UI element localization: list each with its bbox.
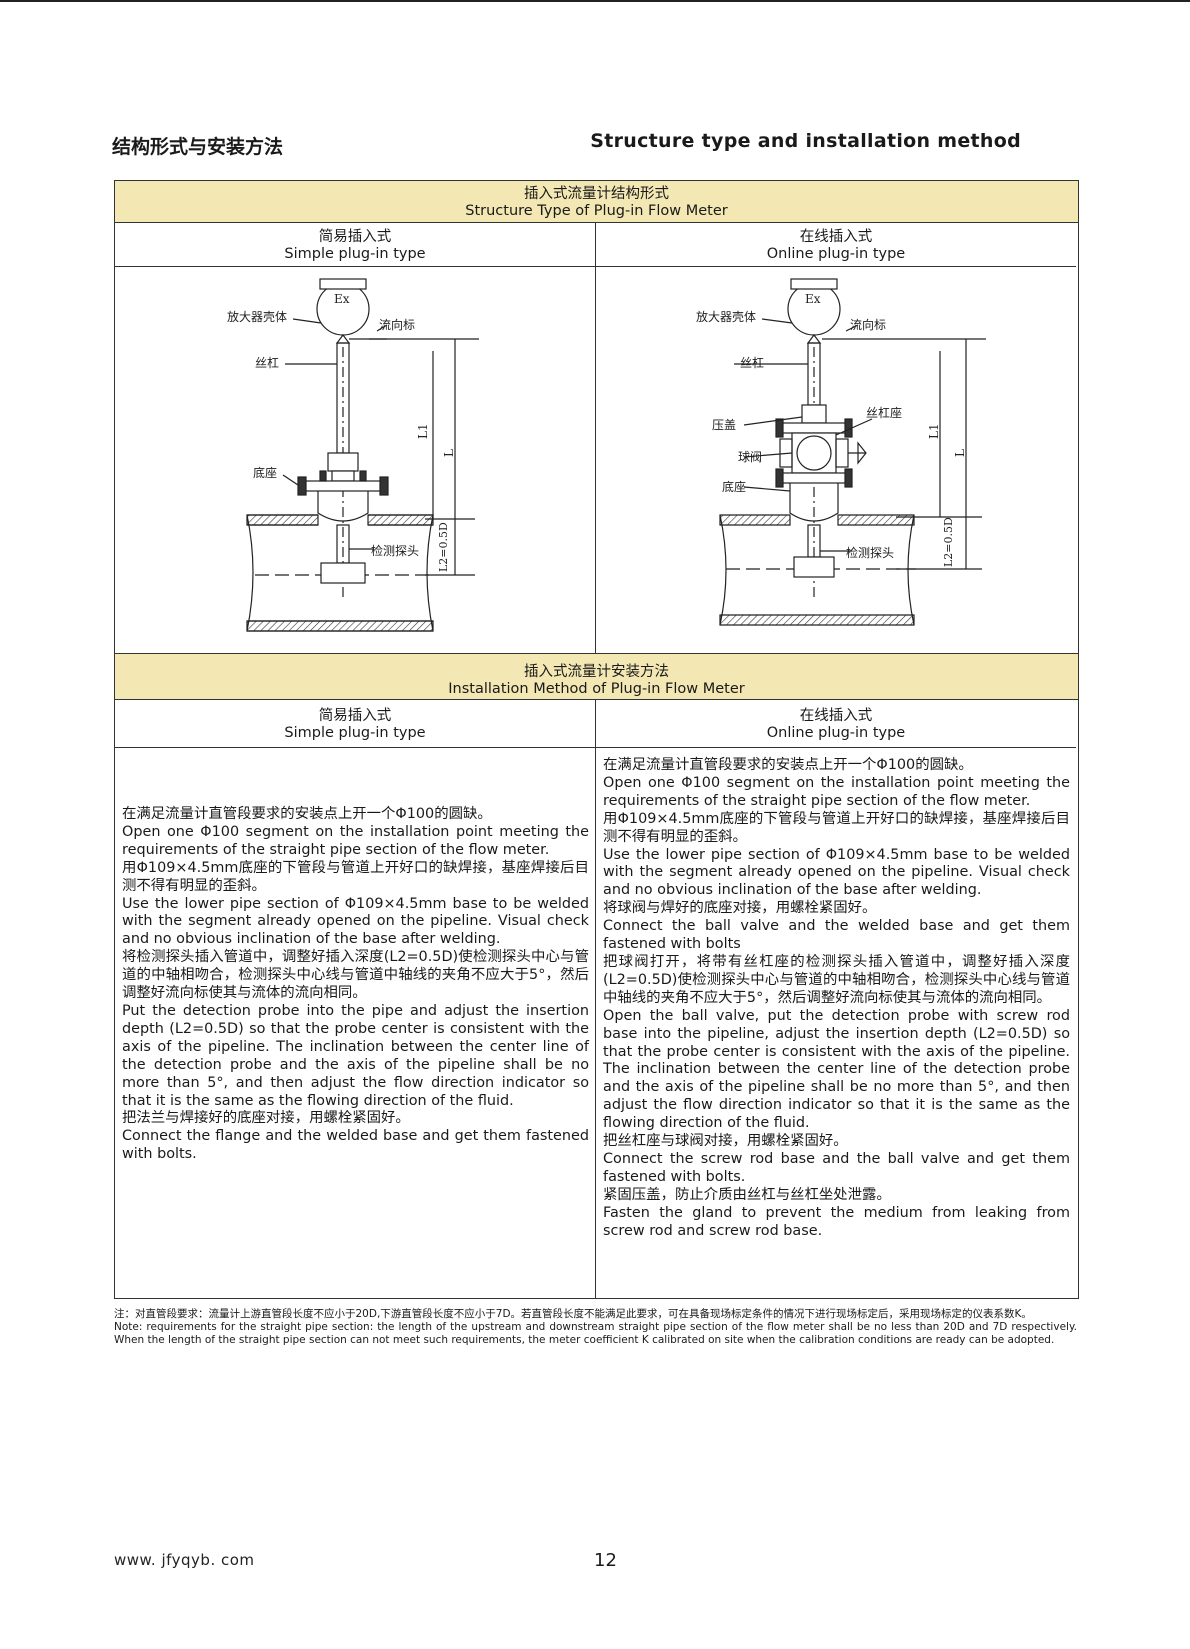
installation-title-cn: 插入式流量计安装方法 [524,664,669,680]
online-step-1-en: Open one Φ100 segment on the installatio… [603,774,1070,809]
label-l1: L1 [416,423,430,439]
label-l2-online: L2=0.5D [942,517,955,567]
footnote-en: Note: requirements for the straight pipe… [114,1321,1077,1347]
label-amplifier-online: 放大器壳体 [696,309,756,324]
amplifier-housing-shape [316,282,370,336]
label-ball-valve: 球阀 [738,450,762,464]
label-amplifier: 放大器壳体 [227,309,287,324]
online-plugin-diagram: Ex 放大器壳体 流向标 丝杠 压盖 丝杠座 球阀 底座 检测探头 L1 L L… [696,278,986,626]
online-instructions: 在满足流量计直管段要求的安装点上开一个Φ100的圆缺。 Open one Φ10… [596,748,1076,1298]
online-step-3-cn: 将球阀与焊好的底座对接，用螺栓紧固好。 [603,900,877,917]
label-l-online: L [953,449,967,457]
online-step-6-cn: 紧固压盖，防止介质由丝杠与丝杠坐处泄露。 [603,1186,891,1203]
online-step-5-en: Connect the screw rod base and the ball … [603,1150,1070,1185]
installation-simple-en: Simple plug-in type [284,725,426,741]
installation-online-header: 在线插入式 Online plug-in type [596,700,1076,748]
simple-instructions: 在满足流量计直管段要求的安装点上开一个Φ100的圆缺。 Open one Φ10… [115,748,596,1298]
footnote: 注：对直管段要求：流量计上游直管段长度不应小于20D,下游直管段长度不应小于7D… [114,1308,1077,1348]
structure-simple-header: 简易插入式 Simple plug-in type [115,223,596,267]
section-title-cn: 结构形式与安装方法 [112,136,284,158]
ex-mark: Ex [334,292,350,306]
label-screw: 丝杠 [255,355,279,370]
structure-simple-en: Simple plug-in type [284,246,426,262]
website-link[interactable]: www. jfyqyb. com [114,1551,255,1569]
installation-simple-header: 简易插入式 Simple plug-in type [115,700,596,748]
online-step-3-en: Connect the ball valve and the welded ba… [603,918,1070,953]
online-step-2-en: Use the lower pipe section of Φ109×4.5mm… [603,846,1070,899]
ex-mark-online: Ex [805,292,821,306]
online-step-4-en: Open the ball valve, put the detection p… [603,1007,1070,1132]
footnote-cn: 注：对直管段要求：流量计上游直管段长度不应小于20D,下游直管段长度不应小于7D… [114,1308,1032,1320]
simple-step-3-en: Put the detection probe into the pipe an… [122,1002,589,1109]
structure-band: 插入式流量计结构形式 Structure Type of Plug-in Flo… [115,181,1078,223]
installation-online-en: Online plug-in type [766,725,906,741]
installation-body: 在满足流量计直管段要求的安装点上开一个Φ100的圆缺。 Open one Φ10… [115,748,1078,1298]
label-screw-online: 丝杠 [740,355,764,370]
label-probe: 检测探头 [371,543,419,558]
label-gland: 压盖 [712,418,736,432]
structure-online-cn: 在线插入式 [799,229,873,245]
installation-online-cn: 在线插入式 [799,708,873,724]
label-l1-online: L1 [927,423,941,439]
online-drawing: Ex 放大器壳体 流向标 丝杠 压盖 丝杠座 球阀 底座 检测探头 L1 L L… [596,267,1076,653]
installation-simple-cn: 简易插入式 [318,708,392,724]
simple-step-4-cn: 把法兰与焊接好的底座对接，用螺栓紧固好。 [122,1110,410,1127]
simple-step-1-cn: 在满足流量计直管段要求的安装点上开一个Φ100的圆缺。 [122,806,492,822]
structure-simple-cn: 简易插入式 [318,229,392,245]
simple-plugin-diagram: Ex 放大器壳体 流向标 丝杠 底座 检测探头 L1 L L2=0.5D [227,278,479,632]
simple-step-4-en: Connect the flange and the welded base a… [122,1128,589,1163]
simple-step-2-en: Use the lower pipe section of Φ109×4.5mm… [122,895,589,948]
label-screw-base: 丝杠座 [866,405,902,420]
label-l: L [442,449,456,457]
section-title-en: Structure type and installation method [590,130,1021,152]
structure-title-cn: 插入式流量计结构形式 [524,186,669,202]
top-rule [0,0,1190,2]
structure-online-header: 在线插入式 Online plug-in type [596,223,1076,267]
online-step-5-cn: 把丝杠座与球阀对接，用螺栓紧固好。 [603,1133,848,1150]
label-base: 底座 [253,465,277,480]
structure-title-en: Structure Type of Plug-in Flow Meter [465,203,728,219]
installation-band: 插入式流量计安装方法 Installation Method of Plug-i… [115,653,1078,700]
page-number: 12 [594,1550,617,1571]
structure-drawings: Ex 放大器壳体 流向标 丝杠 底座 检测探头 L1 L L2=0.5D [115,267,1078,653]
label-l2: L2=0.5D [437,522,450,572]
simple-step-1-en: Open one Φ100 segment on the installatio… [122,823,589,858]
structure-subheaders: 简易插入式 Simple plug-in type 在线插入式 Online p… [115,223,1078,267]
online-step-1-cn: 在满足流量计直管段要求的安装点上开一个Φ100的圆缺。 [603,757,973,773]
simple-drawing: Ex 放大器壳体 流向标 丝杠 底座 检测探头 L1 L L2=0.5D [115,267,596,653]
label-flow-mark-online: 流向标 [850,317,886,332]
online-step-2-cn: 用Φ109×4.5mm底座的下管段与管道上开好口的缺焊接，基座焊接后目测不得有明… [603,810,1070,845]
spec-table: 插入式流量计结构形式 Structure Type of Plug-in Flo… [114,180,1079,1299]
online-step-4-cn: 把球阀打开，将带有丝杠座的检测探头插入管道中，调整好插入深度(L2=0.5D)使… [603,953,1070,1006]
label-probe-online: 检测探头 [846,545,894,560]
simple-step-3-cn: 将检测探头插入管道中，调整好插入深度(L2=0.5D)使检测探头中心与管道的中轴… [122,949,589,1002]
online-step-6-en: Fasten the gland to prevent the medium f… [603,1204,1070,1239]
installation-subheaders: 简易插入式 Simple plug-in type 在线插入式 Online p… [115,700,1078,748]
simple-step-2-cn: 用Φ109×4.5mm底座的下管段与管道上开好口的缺焊接，基座焊接后目测不得有明… [122,859,589,894]
label-flow-mark: 流向标 [379,317,415,332]
label-base-online: 底座 [722,479,746,494]
installation-title-en: Installation Method of Plug-in Flow Mete… [448,681,745,697]
structure-online-en: Online plug-in type [766,246,906,262]
